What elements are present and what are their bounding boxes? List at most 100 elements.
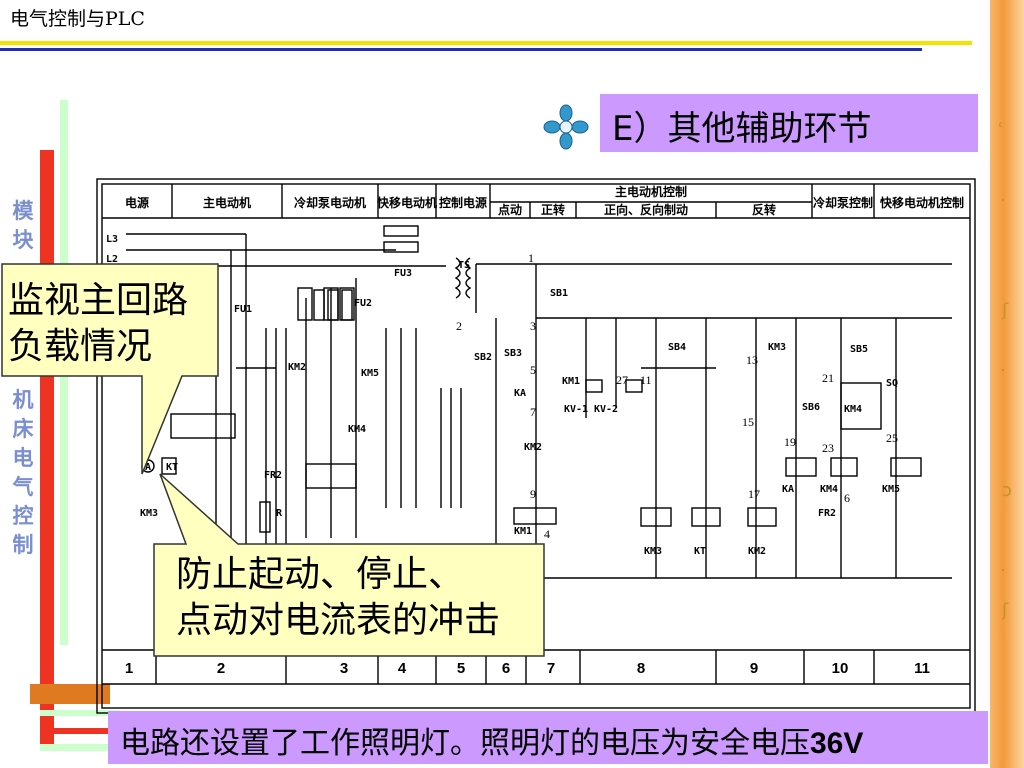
header-rapid-motor: 快移电动机 (377, 195, 437, 210)
label-r: R (276, 508, 283, 519)
header-forward: 正转 (541, 202, 565, 217)
column-number: 11 (914, 660, 930, 677)
header-control-power: 控制电源 (439, 195, 487, 210)
label-sq: SQ (886, 378, 898, 389)
label-km1: KM1 (562, 376, 580, 387)
node-number: 1 (528, 251, 534, 265)
node-number: 3 (530, 319, 536, 333)
node-number: 13 (746, 353, 758, 367)
label-sb2: SB2 (474, 352, 492, 363)
label-ka-coil: KA (782, 484, 794, 495)
header-braking: 正向、反向制动 (604, 202, 688, 217)
column-number: 8 (637, 660, 645, 677)
footer-voltage: 36V (810, 727, 864, 760)
sidebar-vertical-char: 床 (12, 416, 34, 441)
callout-monitor-line-2: 负载情况 (8, 326, 153, 367)
label-kt-main: KT (166, 462, 178, 473)
label-sb3-a: SB3 (504, 348, 522, 359)
sidebar-vertical-char: 机 (12, 387, 34, 412)
callout-protect-text: 防止起动、停止、 点动对电流表的冲击 (176, 552, 500, 644)
callout-protect-line-2: 点动对电流表的冲击 (176, 600, 501, 641)
sidebar-vertical-title-top: 模块 (8, 196, 38, 254)
node-number: 17 (748, 487, 760, 501)
header-rapid-control: 快移电动机控制 (880, 195, 964, 210)
circuit-diagram: 电源 主电动机 冷却泵电动机 快移电动机 控制电源 主电动机控制 点动 正转 正… (96, 178, 976, 714)
label-fr2-main: FR2 (264, 470, 282, 481)
label-l2: L2 (106, 254, 118, 265)
slide-title-box (600, 94, 978, 152)
label-km2-main: KM2 (288, 362, 306, 373)
label-ts: TS (458, 260, 470, 271)
label-sb6: SB6 (802, 402, 820, 413)
label-fu2: FU2 (354, 298, 372, 309)
header-rule-blue (0, 48, 922, 51)
callout-monitor-text: 监视主回路 负载情况 (8, 278, 188, 370)
label-ka: KA (514, 388, 526, 399)
column-number: 6 (502, 660, 510, 677)
column-number: 2 (217, 660, 225, 677)
label-km3-coil: KM3 (644, 546, 662, 557)
label-fr2-control: FR2 (818, 508, 836, 519)
label-km1-coil: KM1 (514, 526, 532, 537)
header-jog: 点动 (498, 202, 522, 217)
callout-monitor (1, 263, 219, 475)
header-coolant-control: 冷却泵控制 (813, 195, 873, 210)
column-number: 1 (125, 660, 133, 677)
flower-bullet-icon (543, 104, 589, 150)
callout-monitor-line-1: 监视主回路 (8, 280, 189, 321)
node-number: 19 (784, 435, 796, 449)
label-sb1: SB1 (550, 288, 568, 299)
label-km4-coil: KM4 (820, 484, 838, 495)
node-number: 15 (742, 415, 754, 429)
slide-title: E）其他辅助环节 (612, 109, 872, 149)
label-km2-contact: KM2 (524, 442, 542, 453)
sidebar-vertical-char: 块 (12, 227, 34, 252)
footer-box (108, 711, 988, 764)
node-number: 7 (530, 405, 536, 419)
header-rule-yellow (0, 41, 972, 45)
label-km3-contact: KM3 (768, 342, 786, 353)
sidebar-vertical-title-bottom: 机床电气控制 (8, 385, 38, 559)
label-fu3: FU3 (394, 268, 412, 279)
sidebar-vertical-char: 制 (12, 532, 34, 557)
header-power: 电源 (125, 195, 149, 210)
header-title: 电气控制与PLC (10, 8, 145, 30)
callout-protect (153, 473, 545, 657)
decorative-bar-green-bottom-2 (40, 744, 112, 751)
label-kv2: KV-2 (594, 404, 618, 415)
header-main-motor: 主电动机 (203, 195, 251, 210)
node-number: 2 (456, 319, 462, 333)
node-number: 25 (886, 431, 898, 445)
column-number: 10 (832, 660, 849, 677)
node-number: 5 (530, 363, 536, 377)
column-number: 9 (750, 660, 758, 677)
label-l3: L3 (106, 234, 118, 245)
sidebar-vertical-char: 气 (12, 474, 34, 499)
sidebar-vertical-char: 控 (12, 503, 34, 528)
sidebar-vertical-char: 电 (12, 445, 34, 470)
column-number: 7 (547, 660, 555, 677)
node-number: 21 (822, 371, 834, 385)
label-kt-coil: KT (694, 546, 706, 557)
node-number: 27 (616, 373, 628, 387)
label-km2-coil: KM2 (748, 546, 766, 557)
label-kv1: KV-1 (564, 404, 588, 415)
decorative-side-strip: ʿ · ʃ · ɔ · ʃ (990, 0, 1024, 768)
footer-text-cn: 电路还设置了工作照明灯。照明灯的电压为安全电压 (120, 726, 810, 761)
label-km4-contact: KM4 (844, 404, 862, 415)
label-km3-main: KM3 (140, 508, 158, 519)
node-number: 11 (640, 373, 652, 387)
decorative-bar-green-bottom (40, 710, 120, 716)
column-number: 3 (340, 660, 348, 677)
label-km4-main: KM4 (348, 424, 366, 435)
label-ammeter: A (145, 462, 151, 473)
node-number: 23 (822, 441, 834, 455)
node-number: 6 (844, 491, 850, 505)
label-sb4: SB4 (668, 342, 686, 353)
footer-text: 电路还设置了工作照明灯。照明灯的电压为安全电压36V (120, 718, 863, 762)
label-sb5: SB5 (850, 344, 868, 355)
header-reverse: 反转 (752, 202, 776, 217)
callout-protect-line-1: 防止起动、停止、 (176, 554, 465, 595)
header-main-motor-control: 主电动机控制 (615, 184, 687, 199)
decorative-block-orange (30, 684, 110, 704)
